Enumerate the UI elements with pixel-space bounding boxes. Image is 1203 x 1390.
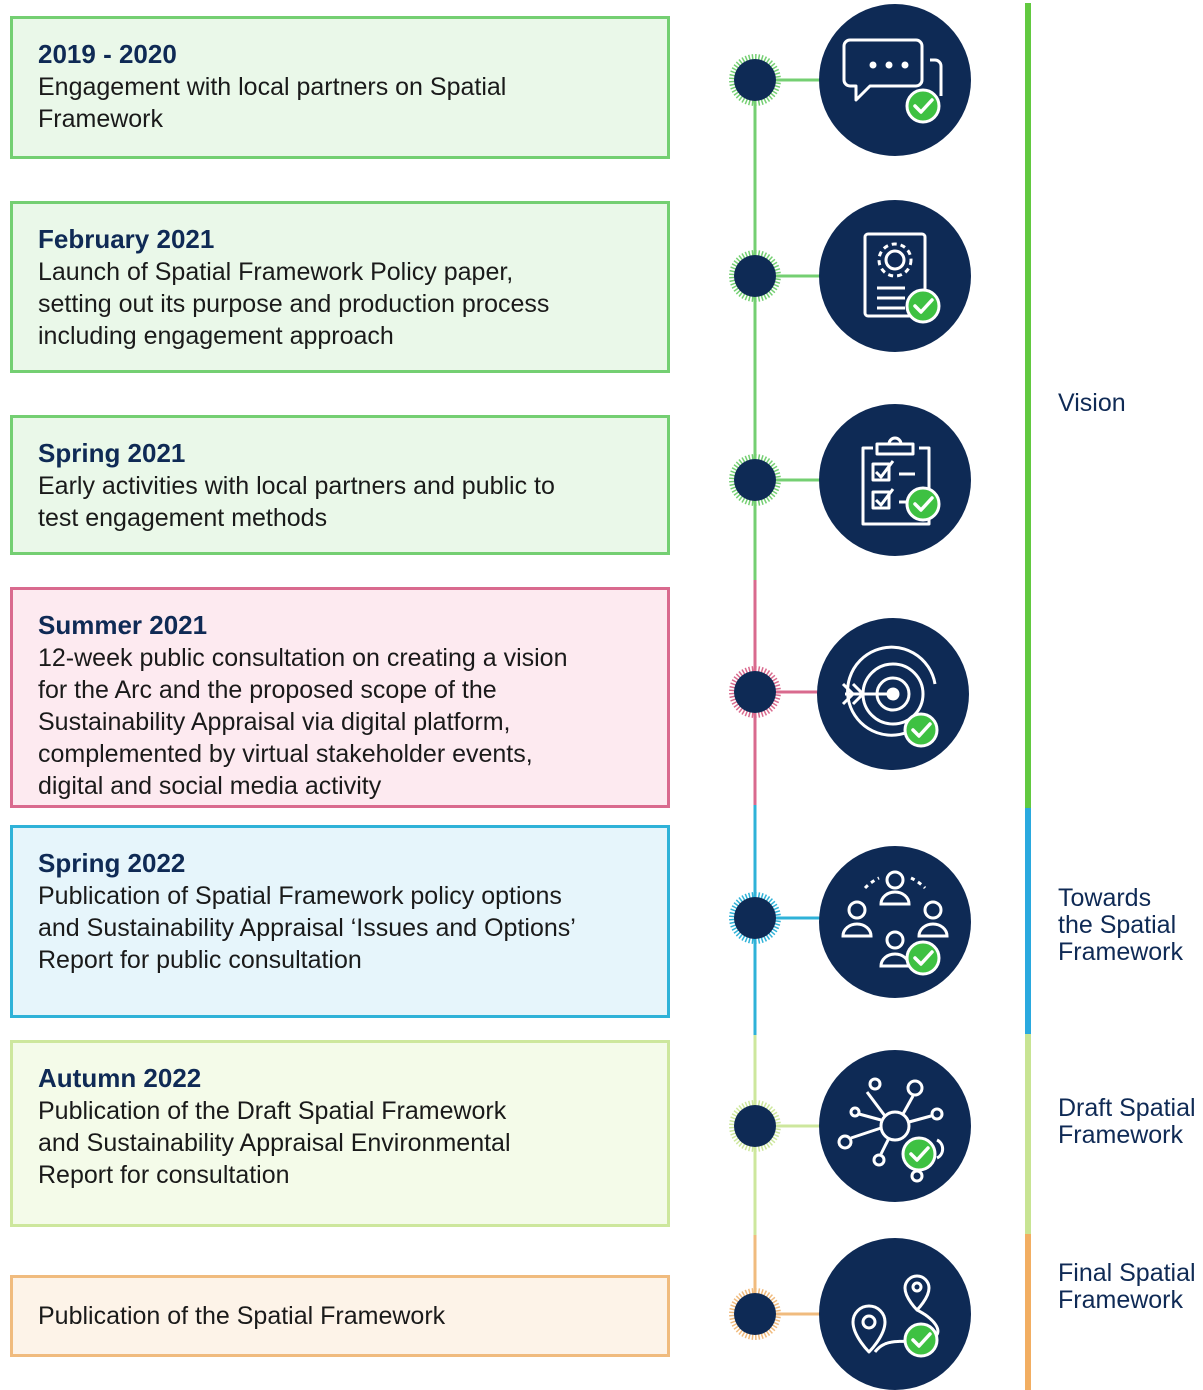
milestone-card-final: Publication of the Spatial Framework <box>10 1275 670 1357</box>
clipboard-checklist-icon <box>861 436 931 526</box>
target-arrow-icon <box>841 645 937 737</box>
icon-circle-2 <box>819 200 971 352</box>
milestone-card-summer-2021: Summer 2021 12-week public consultation … <box>10 587 670 808</box>
phase-label-towards-spatial-framework: Towards the Spatial Framework <box>1058 884 1184 966</box>
icon-circle-3 <box>819 404 971 556</box>
phase-bars <box>1025 3 1031 1390</box>
timeline-node <box>729 53 820 107</box>
phase-bar-final <box>1025 1234 1031 1390</box>
icon-circle-1 <box>819 4 971 156</box>
milestone-date: February 2021 <box>38 224 215 254</box>
timeline-node <box>729 891 820 945</box>
milestone-description: Launch of Spatial Framework Policy paper… <box>38 258 550 350</box>
document-gear-icon <box>863 232 927 318</box>
phase-bar-vision <box>1025 3 1031 808</box>
icon-circle-6 <box>819 1050 971 1202</box>
milestone-card-february-2021: February 2021 Launch of Spatial Framewor… <box>10 201 670 373</box>
phase-bar-towards <box>1025 808 1031 1034</box>
milestone-description: 12-week public consultation on creating … <box>38 644 568 800</box>
timeline-node <box>729 1099 820 1153</box>
milestone-description: Publication of Spatial Framework policy … <box>38 882 576 974</box>
icon-circle-5 <box>819 846 971 998</box>
people-network-icon <box>841 870 949 968</box>
timeline-node <box>729 1287 820 1341</box>
timeline-node <box>729 453 820 507</box>
milestone-date: 2019 - 2020 <box>38 39 177 69</box>
milestone-card-spring-2022: Spring 2022 Publication of Spatial Frame… <box>10 825 670 1018</box>
milestone-date: Spring 2022 <box>38 848 186 878</box>
phase-label-final-spatial-framework: Final Spatial Framework <box>1058 1259 1196 1314</box>
phase-label-vision: Vision <box>1058 389 1126 417</box>
phase-bar-draft <box>1025 1034 1031 1234</box>
icon-circle-7 <box>819 1238 971 1390</box>
milestone-description: Engagement with local partners on Spatia… <box>38 73 507 133</box>
timeline-node <box>729 665 820 719</box>
chat-bubbles-icon <box>842 38 943 102</box>
hub-network-icon <box>837 1077 945 1183</box>
milestone-card-2019-2020: 2019 - 2020 Engagement with local partne… <box>10 16 670 159</box>
icon-circle-4 <box>817 618 969 770</box>
milestone-description: Publication of the Draft Spatial Framewo… <box>38 1097 511 1189</box>
phase-label-draft-spatial-framework: Draft Spatial Framework <box>1058 1094 1196 1149</box>
milestone-card-spring-2021: Spring 2021 Early activities with local … <box>10 415 670 555</box>
milestone-card-autumn-2022: Autumn 2022 Publication of the Draft Spa… <box>10 1040 670 1227</box>
milestone-date: Spring 2021 <box>38 438 186 468</box>
milestone-description: Publication of the Spatial Framework <box>38 1302 446 1330</box>
timeline-nodes <box>729 53 820 1341</box>
milestone-date: Summer 2021 <box>38 610 208 640</box>
milestone-date: Autumn 2022 <box>38 1063 202 1093</box>
milestone-description: Early activities with local partners and… <box>38 472 555 532</box>
timeline-node <box>729 249 820 303</box>
